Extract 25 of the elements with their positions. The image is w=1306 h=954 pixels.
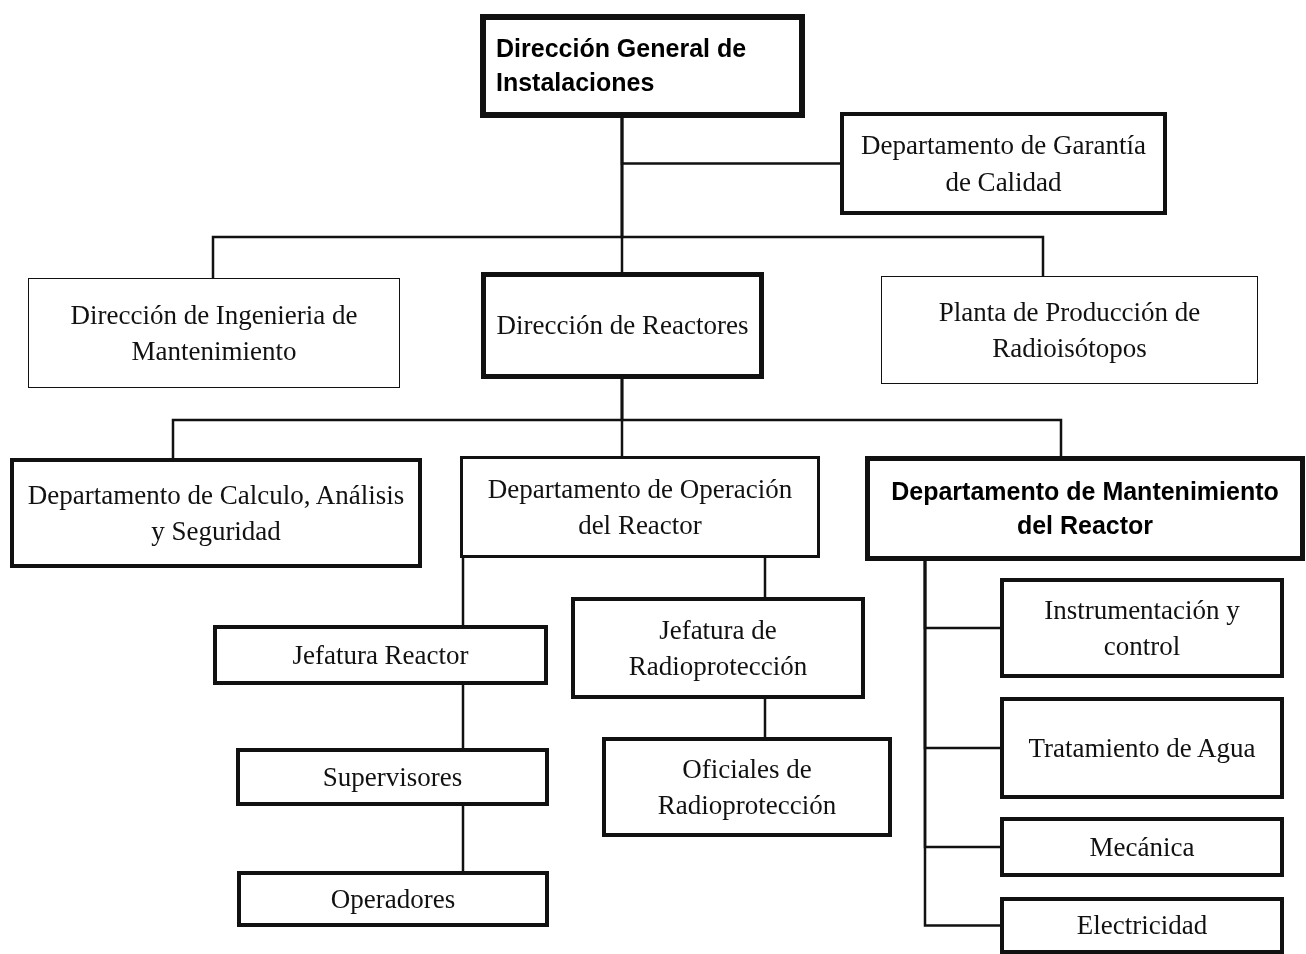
org-unit-box: Departamento de Garantía de Calidad	[840, 112, 1167, 215]
org-unit-box: Operadores	[237, 871, 549, 927]
connector-line	[461, 685, 465, 748]
org-unit-box: Jefatura Reactor	[213, 625, 548, 685]
org-unit-box: Dirección General de Instalaciones	[480, 14, 805, 118]
org-unit-box: Tratamiento de Agua	[1000, 697, 1284, 799]
connector-line	[763, 699, 767, 737]
connector-line	[461, 558, 465, 625]
org-unit-box: Planta de Producción de Radioisótopos	[881, 276, 1258, 384]
connector-line	[461, 806, 465, 871]
org-unit-box: Instrumentación y control	[1000, 578, 1284, 678]
org-unit-box: Departamento de Mantenimiento del Reactor	[865, 456, 1305, 561]
org-unit-box: Oficiales de Radioprotección	[602, 737, 892, 837]
org-unit-box: Dirección de Ingenieria de Mantenimiento	[28, 278, 400, 388]
org-unit-box: Mecánica	[1000, 817, 1284, 877]
connector-line	[763, 558, 767, 597]
connector-line	[620, 118, 1045, 276]
org-unit-box: Departamento de Operación del Reactor	[460, 456, 820, 558]
org-unit-box: Dirección de Reactores	[481, 272, 764, 379]
org-unit-box: Departamento de Calculo, Análisis y Seguridad	[10, 458, 422, 568]
org-unit-box: Electricidad	[1000, 897, 1284, 954]
connector-line	[923, 561, 1000, 927]
org-unit-box: Jefatura de Radioprotección	[571, 597, 865, 699]
org-unit-box: Supervisores	[236, 748, 549, 806]
connector-line	[620, 379, 1063, 456]
